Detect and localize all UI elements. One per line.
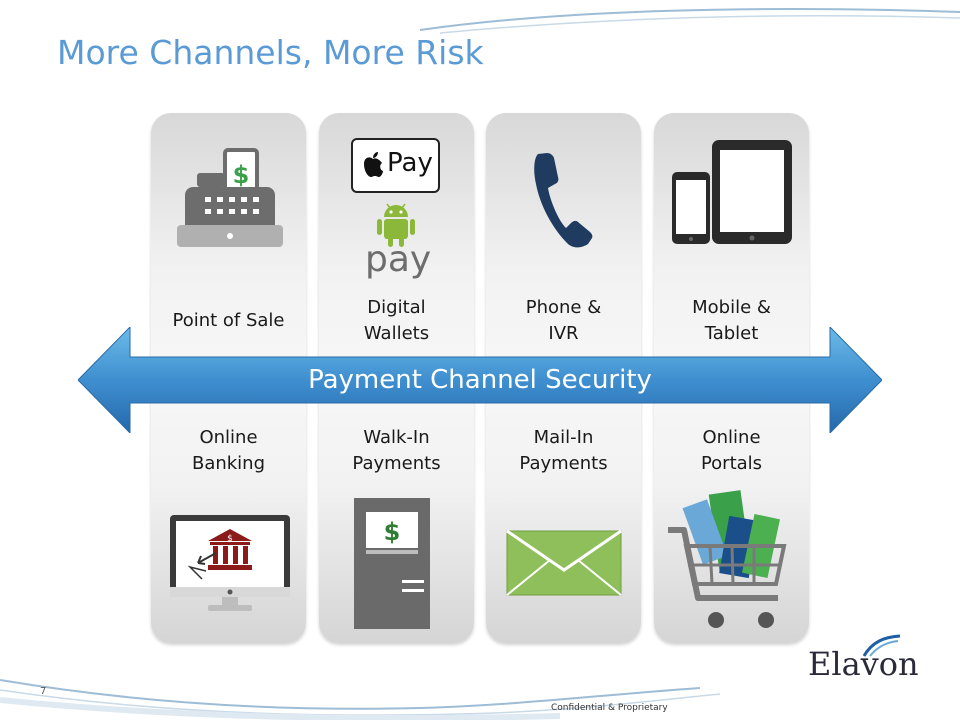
channel-label-line2: Payments xyxy=(519,453,608,474)
mobile-tablet-icon xyxy=(672,140,792,244)
payment-security-double-arrow xyxy=(78,327,882,433)
phone-handset-icon xyxy=(534,153,593,248)
channel-label-mobile-tablet: Mobile & Tablet xyxy=(654,295,809,347)
android-robot-icon xyxy=(377,203,415,247)
channel-label-line1: Online xyxy=(199,427,258,448)
elavon-swoosh-logo-icon xyxy=(862,634,901,657)
svg-text:$: $ xyxy=(227,534,233,544)
channel-label-point-of-sale: Point of Sale xyxy=(151,308,306,334)
channel-label-line2: Tablet xyxy=(704,323,759,344)
channel-label-phone-ivr: Phone & IVR xyxy=(486,295,641,347)
channel-label-line1: Digital xyxy=(367,297,426,318)
kiosk-atm-icon: $ xyxy=(354,498,430,629)
envelope-icon xyxy=(506,530,622,596)
elavon-logo-text: Elavon xyxy=(808,645,919,683)
channel-label-line1: Mail-In xyxy=(533,427,594,448)
channel-label-walk-in-payments: Walk-In Payments xyxy=(319,425,474,477)
channel-label-line2: Banking xyxy=(191,453,266,474)
channel-label-line1: Mobile & xyxy=(692,297,771,318)
channel-label-line1: Phone & xyxy=(525,297,602,318)
confidential-footer: Confidential & Proprietary xyxy=(551,703,668,713)
channel-label-line2: IVR xyxy=(548,323,579,344)
svg-text:$: $ xyxy=(384,518,401,546)
slide-title: More Channels, More Risk xyxy=(57,33,484,72)
channel-label-line1: Walk-In xyxy=(363,427,430,448)
cash-register-icon: $ xyxy=(177,148,283,247)
channel-label-online-portals: Online Portals xyxy=(654,425,809,477)
top-swoosh-decoration xyxy=(419,8,960,34)
payment-channel-security-label: Payment Channel Security xyxy=(308,365,652,395)
shopping-cart-icon xyxy=(668,490,787,628)
channel-label-digital-wallets: Digital Wallets xyxy=(319,295,474,347)
svg-text:$: $ xyxy=(233,161,250,189)
channel-label-line2: Wallets xyxy=(363,323,430,344)
apple-logo-icon xyxy=(364,152,383,177)
channel-label-line2: Portals xyxy=(700,453,763,474)
apple-pay-text: Pay xyxy=(387,148,433,178)
android-pay-text: pay xyxy=(365,239,432,280)
channel-label-online-banking: Online Banking xyxy=(151,425,306,477)
channel-label-line1: Point of Sale xyxy=(172,310,285,331)
channel-label-line2: Payments xyxy=(352,453,441,474)
apple-pay-icon: Pay xyxy=(351,138,440,193)
online-banking-monitor-icon: $ xyxy=(170,515,290,611)
channel-label-mail-in-payments: Mail-In Payments xyxy=(486,425,641,477)
channel-label-line1: Online xyxy=(702,427,761,448)
page-number: 7 xyxy=(40,686,47,697)
